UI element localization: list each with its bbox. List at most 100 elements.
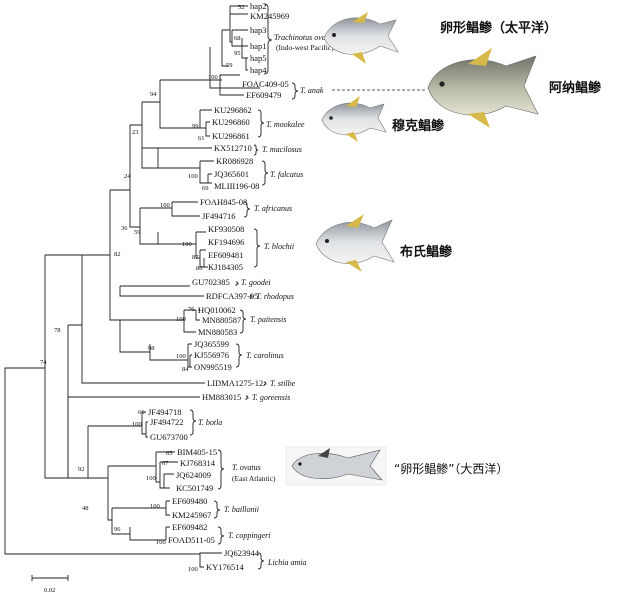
taxon-label: KU296862 [214, 105, 252, 115]
species-label: T. anak [300, 86, 324, 95]
species-label: T. paitensis [250, 315, 286, 324]
bootstrap-value: 76 [188, 306, 195, 313]
bootstrap-value: 95 [234, 50, 241, 57]
taxon-label: KU296860 [212, 117, 250, 127]
taxon-label: EF609480 [172, 496, 207, 506]
tree-branches [4, 5, 260, 568]
taxon-label: JF494716 [202, 211, 236, 221]
bootstrap-value: 48 [82, 505, 89, 512]
species-label: T. botla [198, 418, 222, 427]
taxon-label: hap2 [250, 1, 267, 11]
taxon-label: KM245969 [250, 11, 289, 21]
bootstrap-value: 100 [176, 316, 186, 323]
species-label: T. mookalee [266, 120, 305, 129]
taxon-label: KU296861 [212, 131, 250, 141]
bootstrap-value: 100 [132, 421, 142, 428]
bootstrap-value: 94 [150, 91, 157, 98]
bootstrap-value: 100 [160, 202, 170, 209]
taxon-label: FOAH845-08 [200, 197, 247, 207]
taxon-label: hap1 [250, 41, 267, 51]
taxon-label: EF609482 [172, 522, 207, 532]
bootstrap-value: 100 [146, 475, 156, 482]
taxon-label: MN880587 [202, 315, 241, 325]
species-label: T. rhodopus [256, 292, 294, 301]
bootstrap-value: 100 [188, 173, 198, 180]
bootstrap-value: 74 [40, 359, 47, 366]
bootstrap-value: 52 [238, 4, 245, 11]
taxon-label: hap5 [250, 53, 267, 63]
fish-anak-image [427, 48, 539, 128]
bootstrap-value: 59 [134, 229, 141, 236]
taxon-labels: hap2 KM245969 hap3 hap1 hap5 hap4 FOAC40… [148, 1, 289, 572]
fish-blochii-image [315, 214, 395, 272]
common-name-mookalee: 穆克鲳鲹 [392, 118, 445, 134]
bootstrap-value: 100 [150, 503, 160, 510]
taxon-label: GU673700 [150, 432, 188, 442]
taxon-label: LIDMA1275-12 [207, 378, 263, 388]
bootstrap-value: 80 [196, 265, 203, 272]
bootstrap-value: 23 [132, 129, 139, 136]
taxon-label: KF930508 [208, 224, 244, 234]
species-sublabel: (East Atlantic) [232, 474, 276, 483]
common-name-pacific-ovatus: 卵形鲳鲹（太平洋） [440, 20, 557, 36]
species-label: T. falcatus [270, 170, 303, 179]
taxon-label: KJ556976 [194, 350, 229, 360]
species-label: T. ovatus [232, 463, 261, 472]
taxon-label: KX512710 [214, 143, 252, 153]
taxon-label: KR086928 [216, 156, 253, 166]
species-label: T. goodei [241, 278, 271, 287]
taxon-label: HQ010062 [198, 305, 236, 315]
taxon-label: hap3 [250, 25, 267, 35]
taxon-label: JQ624009 [176, 470, 211, 480]
species-label: T. macilosus [262, 145, 302, 154]
scale-label: 0.02 [44, 587, 55, 594]
taxon-label: hap4 [250, 65, 267, 75]
taxon-label: RDFCA397-05 [206, 291, 258, 301]
taxon-label: JQ623944 [224, 548, 260, 558]
species-label: T. goreensis [252, 393, 290, 402]
taxon-label: HM883015 [202, 392, 241, 402]
taxon-label: FOAC409-05 [242, 79, 289, 89]
bootstrap-value: 67 [162, 460, 169, 467]
bootstrap-value: 65 [166, 450, 173, 457]
fish-atlantic-ovatus-image [285, 446, 387, 486]
taxon-label: GU702385 [192, 277, 230, 287]
bootstrap-value: 82 [114, 251, 121, 258]
bootstrap-value: 98 [148, 345, 155, 352]
taxon-label: JQ365601 [214, 169, 249, 179]
bootstrap-value: 92 [78, 466, 85, 473]
taxon-label: KF194696 [208, 237, 244, 247]
scale-bar: 0.02 [31, 575, 69, 594]
species-sublabel: (Indo-west Pacific) [276, 43, 334, 52]
species-label: T. africanus [254, 204, 292, 213]
bootstrap-value: 100 [188, 566, 198, 573]
species-label: Lichia amia [267, 558, 306, 567]
species-brackets: Trachinotus ovatus (Indo-west Pacific) T… [189, 3, 425, 570]
species-label: T. stilbe [270, 379, 296, 388]
taxon-label: JQ365599 [194, 339, 229, 349]
bootstrap-value: 24 [124, 173, 131, 180]
bootstrap-value: 100 [208, 74, 218, 81]
taxon-label: ON995519 [194, 362, 232, 372]
species-label: T. carolinus [246, 351, 284, 360]
bootstrap-value: 100 [156, 539, 166, 546]
species-label: T. blochii [264, 242, 294, 251]
taxon-label: KJ768314 [180, 458, 216, 468]
bootstrap-value: 84 [182, 366, 189, 373]
bootstrap-value: 36 [121, 225, 128, 232]
species-label: T. baillonii [224, 505, 259, 514]
bootstrap-value: 87 [192, 254, 199, 261]
taxon-label: KY176514 [206, 562, 245, 572]
bootstrap-value: 99 [192, 123, 199, 130]
bootstrap-value: 68 [234, 35, 241, 42]
common-name-anak: 阿纳鲳鲹 [549, 80, 602, 96]
bootstrap-value: 69 [202, 185, 209, 192]
bootstrap-value: 100 [176, 353, 186, 360]
taxon-label: KJ184305 [208, 262, 243, 272]
fish-mookalee-image [321, 96, 387, 142]
taxon-label: JF494722 [150, 417, 184, 427]
bootstrap-values: 52 68 95 59 100 94 99 61 23 24 100 69 10… [40, 4, 245, 573]
taxon-label: JF494718 [148, 407, 182, 417]
taxon-label: MN880583 [198, 327, 237, 337]
